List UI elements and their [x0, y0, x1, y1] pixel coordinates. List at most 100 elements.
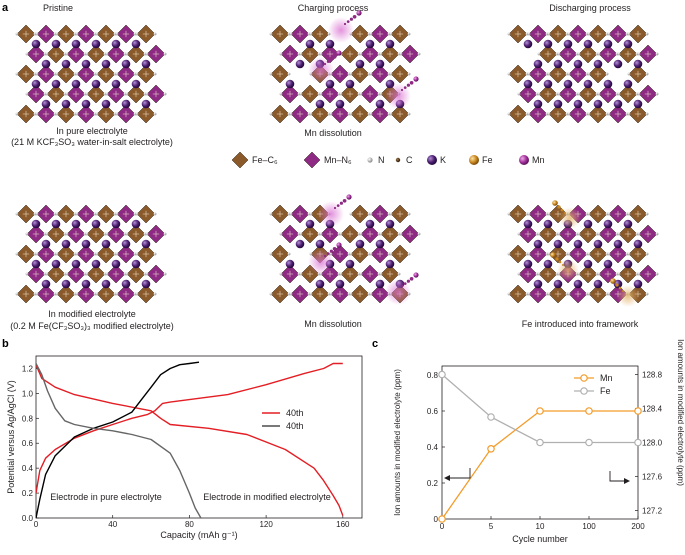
n-atom — [377, 232, 381, 236]
n-atom — [367, 32, 371, 36]
series-mn-point — [585, 407, 593, 415]
k-ion — [523, 219, 533, 229]
n-atom — [567, 252, 571, 256]
n-atom — [587, 112, 591, 116]
n-atom — [637, 52, 641, 56]
n-atom — [289, 112, 293, 116]
n-atom — [359, 52, 363, 56]
n-atom — [307, 212, 311, 216]
k-ion — [533, 99, 543, 109]
k-ion — [543, 39, 553, 49]
n-atom — [75, 112, 79, 116]
k-ion — [131, 219, 141, 229]
n-atom — [113, 72, 117, 76]
n-atom — [287, 292, 291, 296]
n-atom — [597, 272, 601, 276]
mn-trail — [332, 246, 337, 251]
caption-mn-dissolution-top: Mn dissolution — [304, 128, 362, 138]
n-atom — [43, 92, 47, 96]
n-atom — [399, 232, 403, 236]
fe-ion — [550, 252, 556, 258]
n-atom — [299, 272, 303, 276]
n-atom — [655, 232, 659, 236]
n-atom — [163, 52, 167, 56]
n-atom — [517, 92, 521, 96]
k-ion — [61, 239, 71, 249]
k-ion — [71, 219, 81, 229]
col-title-discharging: Discharging process — [549, 3, 631, 13]
fe-trail — [564, 212, 566, 214]
n-atom — [33, 72, 37, 76]
mn-trail — [346, 20, 350, 23]
n-atom — [567, 292, 571, 296]
n-atom — [337, 92, 341, 96]
k-ion — [623, 259, 633, 269]
n-atom — [63, 52, 67, 56]
k-ion — [335, 99, 345, 109]
n-atom — [73, 112, 77, 116]
series-mn-point — [487, 444, 495, 453]
k-ion — [603, 79, 613, 89]
legend-n-sphere — [367, 157, 373, 163]
n-atom — [63, 92, 67, 96]
k-ion — [91, 219, 101, 229]
n-atom — [595, 272, 599, 276]
n-atom — [367, 252, 371, 256]
k-ion — [121, 59, 131, 69]
n-atom — [359, 232, 363, 236]
left-axis-arrowhead — [444, 475, 450, 481]
n-atom — [547, 212, 551, 216]
k-ion — [285, 259, 295, 269]
x-tick-label: 10 — [536, 522, 545, 531]
mn-trail — [342, 198, 347, 203]
n-atom — [287, 212, 291, 216]
n-atom — [525, 252, 529, 256]
legend-label: Fe — [600, 386, 611, 396]
mn-trail — [352, 14, 357, 19]
fe-ion — [610, 278, 616, 284]
mn-trail — [406, 83, 410, 87]
n-atom — [43, 272, 47, 276]
x-tick-label: 80 — [185, 520, 194, 529]
mn-trail — [332, 54, 337, 59]
n-atom — [517, 232, 521, 236]
n-atom — [359, 92, 363, 96]
k-ion — [131, 79, 141, 89]
n-atom — [55, 212, 59, 216]
n-atom — [527, 292, 531, 296]
n-atom — [387, 112, 391, 116]
n-atom — [279, 92, 283, 96]
n-atom — [587, 72, 591, 76]
n-atom — [607, 112, 611, 116]
n-atom — [527, 252, 531, 256]
n-atom — [387, 72, 391, 76]
n-atom — [627, 252, 631, 256]
n-atom — [507, 112, 511, 116]
k-ion — [553, 239, 563, 249]
k-ion — [593, 239, 603, 249]
k-ion — [533, 279, 543, 289]
x-tick-label: 120 — [259, 520, 273, 529]
n-atom — [615, 232, 619, 236]
n-atom — [525, 292, 529, 296]
k-ion — [375, 239, 385, 249]
n-atom — [95, 112, 99, 116]
n-atom — [537, 52, 541, 56]
n-atom — [545, 72, 549, 76]
n-atom — [347, 252, 351, 256]
n-atom — [605, 72, 609, 76]
n-atom — [557, 52, 561, 56]
n-atom — [557, 92, 561, 96]
n-atom — [113, 292, 117, 296]
mn-trail — [403, 282, 407, 285]
k-ion — [285, 79, 295, 89]
mn-trail — [333, 206, 337, 210]
n-atom — [145, 272, 149, 276]
n-atom — [299, 232, 303, 236]
n-atom — [103, 52, 107, 56]
k-ion — [101, 239, 111, 249]
legend-label: K — [440, 155, 446, 165]
n-atom — [627, 72, 631, 76]
n-atom — [537, 272, 541, 276]
